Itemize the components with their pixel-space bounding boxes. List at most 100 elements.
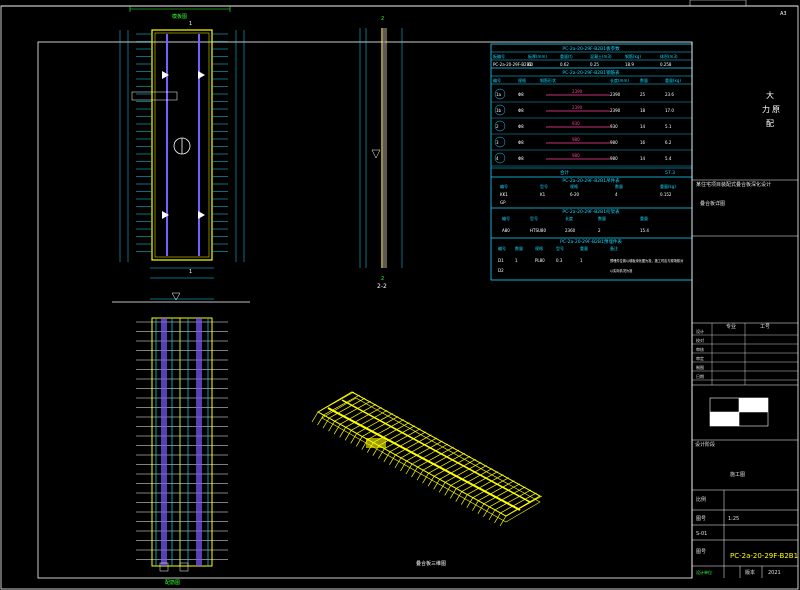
lifting-point-icon bbox=[198, 71, 205, 79]
tb-sheet-value: S-01 bbox=[696, 531, 707, 537]
right-title-1: 大 bbox=[766, 90, 774, 100]
lift-table-col: 规格 bbox=[570, 183, 578, 189]
embed-table-cell: D2 bbox=[498, 268, 504, 273]
lift-table-cell: K1 bbox=[540, 192, 546, 197]
sign-row-label: 审核 bbox=[696, 346, 704, 352]
header-table-cell: PC-2a-20-29F-B2B1 bbox=[493, 62, 532, 67]
rebar-table-col: 规格 bbox=[518, 77, 526, 83]
plan-section-mark-2: 1 bbox=[189, 21, 192, 27]
lift-table-cell: 4 bbox=[615, 192, 618, 197]
lift-table-col: 数量 bbox=[615, 183, 623, 189]
rebar-table-title: PC-2a-20-29F-B2B1钢筋表 bbox=[562, 69, 620, 76]
header-table-col: 钢筋(kg) bbox=[625, 53, 641, 59]
embed-table-col: 数量 bbox=[515, 245, 523, 251]
embed-table-title: PC-2a-20-29F-B2B1预埋件表 bbox=[560, 238, 622, 245]
header-table-cell: 60 bbox=[528, 62, 534, 67]
truss-table-title: PC-2a-20-29F-B2B1桁架表 bbox=[562, 208, 620, 215]
iso-view-title: 叠合板三维图 bbox=[416, 560, 446, 567]
rebar-view-title: 配筋图 bbox=[165, 579, 180, 586]
rebar-row-weight: 17.0 bbox=[665, 108, 674, 113]
rebar-row-weight: 5.4 bbox=[665, 156, 672, 161]
embed-table-cell: PL80 bbox=[535, 258, 545, 263]
rebar-row-spec: Φ8 bbox=[518, 140, 524, 145]
top-edge-marks bbox=[129, 6, 231, 12]
right-title-3: 原 bbox=[772, 105, 780, 114]
sheet-outer-frame bbox=[0, 5, 799, 590]
tb-num-label: 图号 bbox=[696, 549, 706, 555]
rebar-slab-outline bbox=[151, 317, 213, 567]
sign-row-label: 日期 bbox=[696, 373, 704, 379]
rebar-row-shape: 980 bbox=[572, 137, 580, 142]
rebar-row-qty: 18 bbox=[640, 108, 646, 113]
truss-table-cell: 15.4 bbox=[640, 228, 649, 233]
header-table-cell: 18.9 bbox=[625, 62, 634, 67]
section-mark-bottom: 2 bbox=[381, 276, 384, 282]
rebar-row-weight: 5.1 bbox=[665, 124, 672, 129]
tb-foot-left: 设计单位 bbox=[696, 569, 712, 575]
iso-view: 叠合板三维图 bbox=[311, 391, 543, 567]
lift-table-col: 编号 bbox=[500, 183, 508, 189]
rebar-row-qty: 25 bbox=[640, 92, 646, 97]
project-note: 某住宅项目装配式叠合板深化设计 bbox=[696, 181, 771, 188]
header-table-col: 板厚(mm) bbox=[528, 53, 547, 59]
plan-title-top: 模板图 bbox=[172, 13, 187, 20]
drawing-number: PC-2a-20-29F-B2B1 bbox=[730, 552, 798, 560]
lift-table-title: PC-2a-20-29F-B2B1吊件表 bbox=[562, 177, 620, 184]
tb-head-right: 工号 bbox=[760, 324, 770, 330]
rebar-row-spec: Φ8 bbox=[518, 124, 524, 129]
plan-slab-outline bbox=[151, 29, 213, 261]
embed-table-col: 重量 bbox=[580, 245, 588, 251]
truss-table-col: 编号 bbox=[502, 215, 510, 221]
plan-left-ticks bbox=[136, 33, 152, 252]
sheet-inner-frame bbox=[37, 41, 693, 579]
plan-lifting-points bbox=[162, 71, 205, 219]
rebar-row-shape: 930 bbox=[572, 121, 580, 126]
truss-table-col: 数量 bbox=[598, 215, 606, 221]
embed-table-cell: 以实际情况为准 bbox=[610, 268, 633, 273]
rebar-table-col: 钢筋形状 bbox=[540, 77, 556, 83]
rebar-horizontal-bars bbox=[136, 321, 228, 560]
truss-table-cell: HTSU80 bbox=[530, 228, 546, 233]
header-table-cell: 0.25 bbox=[590, 62, 599, 67]
lifting-point-icon bbox=[162, 71, 169, 79]
lift-table-cell: 6-20 bbox=[570, 192, 580, 197]
plan-right-ticks bbox=[212, 33, 228, 252]
tb-stage-label: 设计阶段 bbox=[695, 441, 715, 448]
plan-view: 1 1 bbox=[119, 21, 245, 279]
embed-table-cell: 0.3 bbox=[556, 258, 563, 263]
tb-scale-value: 1:25 bbox=[728, 516, 739, 522]
rebar-row-spec: Φ8 bbox=[518, 92, 524, 97]
rebar-row-shape: 2390 bbox=[572, 105, 583, 110]
embed-table-cell: 预埋件位置以墙板深化图为准，施工时应与现场核对 bbox=[610, 258, 684, 263]
rebar-table-col: 重量(kg) bbox=[665, 77, 681, 83]
rebar-row-id: 2 bbox=[496, 124, 499, 129]
section-view-label: 2-2 bbox=[377, 283, 387, 290]
lift-table-cell: GP bbox=[500, 200, 506, 205]
rebar-row-len: 930 bbox=[610, 124, 618, 129]
rebar-row-qty: 16 bbox=[640, 140, 646, 145]
rebar-row-weight: 6.2 bbox=[665, 140, 672, 145]
rebar-row-spec: Φ8 bbox=[518, 108, 524, 113]
right-title-4: 配 bbox=[766, 119, 774, 128]
sign-row-label: 设计 bbox=[696, 328, 704, 334]
header-table-title: PC-2a-20-29F-B2B1板参数 bbox=[562, 45, 620, 52]
embed-table-cell: 1 bbox=[515, 258, 518, 263]
embed-table-cell: 1 bbox=[580, 258, 583, 263]
tb-head-left: 专业 bbox=[726, 323, 736, 330]
rebar-row-shape: 2390 bbox=[572, 89, 583, 94]
rebar-row-qty: 14 bbox=[640, 124, 646, 129]
rebar-table-col: 数量 bbox=[640, 77, 648, 83]
top-right-stamp bbox=[689, 0, 747, 7]
lift-table-col: 重量(kg) bbox=[660, 183, 676, 189]
section-mark-top: 2 bbox=[381, 16, 384, 22]
rebar-row-len: 980 bbox=[610, 156, 618, 161]
rebar-row-id: 4 bbox=[496, 156, 499, 161]
rebar-row-weight: 23.6 bbox=[665, 92, 674, 97]
header-table-cell: 0.62 bbox=[560, 62, 569, 67]
rebar-row-id: 1a bbox=[496, 92, 502, 97]
rebar-row-qty: 14 bbox=[640, 156, 646, 161]
lift-table-cell: 0.152 bbox=[660, 192, 672, 197]
embed-table-col: 规格 bbox=[535, 245, 543, 251]
tb-foot-mid: 版本 bbox=[745, 569, 755, 576]
